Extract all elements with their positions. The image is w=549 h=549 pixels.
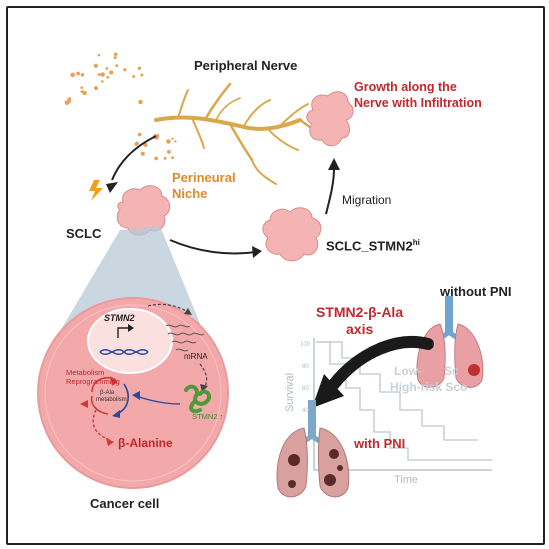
dot <box>94 86 98 91</box>
tick-40: 40 <box>302 408 309 414</box>
lightning-icon <box>89 180 103 201</box>
arrow-sclc-to-stmn2 <box>169 239 257 255</box>
peripheral-nerve <box>154 82 322 185</box>
dot <box>113 52 118 57</box>
dot <box>174 140 177 143</box>
label-growth-line1: Growth along the <box>354 80 457 94</box>
dot <box>80 73 85 77</box>
survival-curve-high <box>316 341 492 461</box>
arrow-migration-head <box>328 158 340 170</box>
label-metabolism-line1: Metabolism <box>66 368 105 377</box>
dot <box>132 74 136 78</box>
label-survival: Survival <box>284 372 296 412</box>
dot <box>154 156 159 161</box>
label-migration: Migration <box>342 193 392 207</box>
dot <box>80 86 84 89</box>
label-axis-line1: STMN2-β-Ala <box>316 304 404 320</box>
tick-80: 80 <box>302 364 309 370</box>
dot <box>140 151 145 156</box>
dot <box>113 56 117 60</box>
dot <box>93 63 98 68</box>
arrow-to-pni <box>328 335 434 390</box>
label-high-risk: High-risk Sco <box>390 380 468 394</box>
tick-60: 60 <box>302 386 309 392</box>
dot <box>140 73 144 77</box>
dot <box>166 139 171 144</box>
dot <box>100 80 104 83</box>
sclc-tumor <box>116 185 171 236</box>
arrow-nerve-to-sclc-head <box>106 182 118 193</box>
dot <box>137 66 142 70</box>
dot <box>67 100 71 104</box>
label-bala-line1: β-Ala <box>100 390 115 396</box>
dot <box>115 64 119 68</box>
tick-100: 100 <box>300 342 311 348</box>
dot <box>82 90 87 96</box>
arrow-to-pni-head <box>312 374 344 408</box>
dna-icon <box>99 349 149 355</box>
dot-cloud <box>64 52 177 161</box>
dot <box>137 132 142 137</box>
dot <box>106 75 110 79</box>
arrow-nerve-to-sclc <box>111 135 157 181</box>
label-time: Time <box>394 474 419 486</box>
label-bala-line2: metabolism <box>96 397 127 403</box>
dot <box>163 156 167 160</box>
dot <box>105 67 109 70</box>
dot <box>70 72 75 78</box>
survival-curve-low <box>316 341 478 441</box>
diagram-frame: Peripheral Nerve Growth along the Nerve … <box>6 6 545 545</box>
mrna-strands <box>165 324 205 352</box>
dot <box>109 70 114 75</box>
dot <box>167 150 171 154</box>
dot <box>171 137 174 140</box>
arrow-sclc-to-stmn2-head <box>252 246 262 258</box>
label-stmn2-gene: STMN2 <box>104 313 135 323</box>
dot <box>143 143 148 147</box>
cancer-cell <box>37 297 229 489</box>
dot <box>100 72 105 77</box>
dot <box>97 53 101 57</box>
label-low-risk: Low- <box>394 364 422 378</box>
dot <box>138 99 143 105</box>
dot <box>134 142 139 147</box>
label-mrna: mRNA <box>184 352 208 361</box>
label-perineural-line2: Niche <box>172 186 208 201</box>
label-cancer-cell: Cancer cell <box>90 496 160 511</box>
label-stmn2-protein: STMN2 ↑ <box>192 412 224 421</box>
protein-icon <box>184 384 211 414</box>
label-peripheral-nerve: Peripheral Nerve <box>194 58 298 73</box>
dot <box>76 71 80 76</box>
label-beta-alanine: β-Alanine <box>118 436 173 450</box>
label-with-pni: with PNI <box>354 436 406 451</box>
arrow-migration <box>325 167 335 215</box>
label-risk-fragment: Sc <box>444 364 459 378</box>
dot <box>123 68 127 72</box>
label-sclc: SCLC <box>66 226 102 241</box>
tumor-nerve-infiltration <box>306 91 354 147</box>
diagram-canvas <box>37 52 492 498</box>
dot <box>155 134 160 138</box>
label-growth-line2: Nerve with Infiltration <box>354 96 482 110</box>
nucleus <box>87 308 173 374</box>
label-sclc-stmn2hi: SCLC_STMN2hi <box>326 238 420 254</box>
label-without-pni: without PNI <box>440 284 512 299</box>
dot <box>171 156 175 160</box>
label-metabolism-line2: Reprogramming <box>66 377 120 386</box>
dot <box>97 73 101 77</box>
sclc-stmn2-tumor <box>262 207 322 262</box>
label-perineural-line1: Perineural <box>172 170 236 185</box>
dot <box>67 97 72 102</box>
label-axis-line2: axis <box>346 321 374 337</box>
lung-pni-icon <box>276 400 350 498</box>
